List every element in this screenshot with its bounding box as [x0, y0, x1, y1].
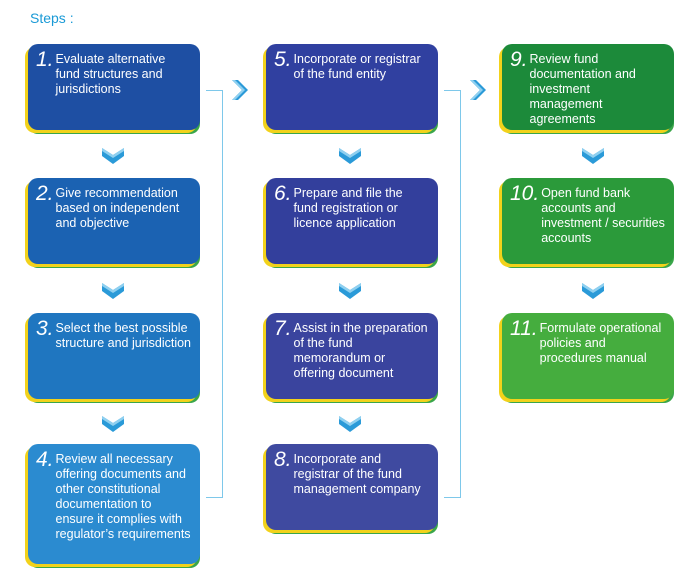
step-1-box: 1. Evaluate alternative fund structures … [28, 44, 200, 130]
chevron-down-icon [339, 148, 361, 164]
step-2-number: 2. [36, 182, 54, 205]
step-1-text: Evaluate alternative fund structures and… [55, 52, 166, 96]
step-9-number: 9. [510, 48, 528, 71]
step-7-text: Assist in the preparation of the fund me… [293, 321, 428, 380]
step-3-number: 3. [36, 317, 54, 340]
step-8-box: 8. Incorporate and registrar of the fund… [266, 444, 438, 530]
chevron-down-icon [102, 148, 124, 164]
step-9-box: 9. Review fund documentation and investm… [502, 44, 674, 130]
step-9-text: Review fund documentation and investment… [529, 52, 636, 126]
step-7-number: 7. [274, 317, 292, 340]
chevron-down-icon [102, 283, 124, 299]
step-1-number: 1. [36, 48, 54, 71]
step-11-number: 11. [510, 317, 538, 340]
step-3-text: Select the best possible structure and j… [55, 321, 191, 350]
chevron-down-icon [339, 283, 361, 299]
chevron-down-icon [339, 416, 361, 432]
step-11-text: Formulate operational policies and proce… [539, 321, 662, 365]
step-3-box: 3. Select the best possible structure an… [28, 313, 200, 399]
step-10-text: Open fund bank accounts and investment /… [541, 186, 665, 245]
step-2-text: Give recommendation based on independent… [55, 186, 180, 230]
step-5-box: 5. Incorporate or registrar of the fund … [266, 44, 438, 130]
step-11-box: 11. Formulate operational policies and p… [502, 313, 674, 399]
step-6-box: 6. Prepare and file the fund registratio… [266, 178, 438, 264]
step-5-text: Incorporate or registrar of the fund ent… [293, 52, 421, 81]
step-4-text: Review all necessary offering documents … [55, 452, 191, 541]
connector-line-col2-col3 [444, 90, 461, 498]
chevron-down-icon [102, 416, 124, 432]
step-8-number: 8. [274, 448, 292, 471]
step-4-number: 4. [36, 448, 54, 471]
step-6-number: 6. [274, 182, 292, 205]
step-8-text: Incorporate and registrar of the fund ma… [293, 452, 421, 496]
chevron-right-icon [232, 80, 248, 100]
step-2-box: 2. Give recommendation based on independ… [28, 178, 200, 264]
step-4-box: 4. Review all necessary offering documen… [28, 444, 200, 564]
chevron-down-icon [582, 283, 604, 299]
steps-title: Steps : [30, 10, 74, 26]
step-7-box: 7. Assist in the preparation of the fund… [266, 313, 438, 399]
chevron-right-icon [470, 80, 486, 100]
step-10-box: 10. Open fund bank accounts and investme… [502, 178, 674, 264]
step-6-text: Prepare and file the fund registration o… [293, 186, 403, 230]
step-5-number: 5. [274, 48, 292, 71]
chevron-down-icon [582, 148, 604, 164]
connector-line-col1-col2 [206, 90, 223, 498]
step-10-number: 10. [510, 182, 540, 205]
